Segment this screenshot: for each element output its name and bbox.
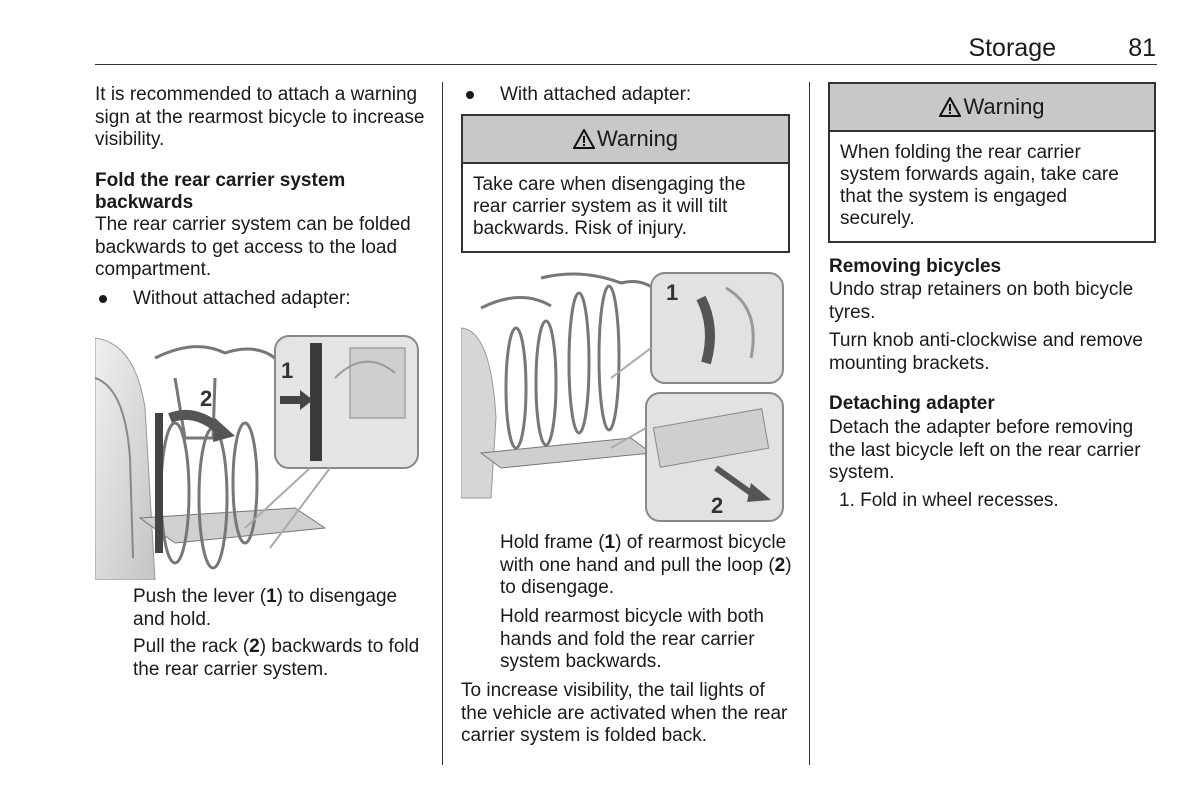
step-push-lever: Push the lever (1) to disengage and hold…: [133, 586, 423, 631]
paragraph-undo-straps: Undo strap retainers on both bicycle tyr…: [829, 279, 1134, 323]
figure-label-2: 2: [200, 386, 212, 411]
figure-label-2: 2: [711, 493, 723, 518]
bullet-with-adapter: With attached adapter:: [462, 84, 792, 106]
figure-label-1: 1: [281, 358, 293, 383]
step-text: ) backwards to fold the rear carrier sys…: [133, 636, 420, 680]
paragraph-turn-knob: Turn knob anti-clockwise and remove moun…: [829, 330, 1143, 374]
header-divider: [95, 64, 1157, 65]
heading-line: backwards: [95, 192, 194, 213]
warning-header: Warning: [830, 84, 1154, 132]
warning-text: Take care when disengaging the rear carr…: [473, 174, 746, 239]
warning-box-disengage: Warning Take care when disengaging the r…: [461, 114, 790, 253]
warning-text: When folding the rear carrier system for…: [840, 142, 1119, 229]
step-number: 2: [774, 554, 786, 576]
fold-paragraph: The rear carrier system can be folded ba…: [95, 214, 411, 280]
warning-header: Warning: [463, 116, 788, 164]
figure-adapter-disengage: 1 2: [461, 268, 787, 526]
step-text: Pull the rack (: [133, 636, 250, 657]
column-divider-2: [809, 82, 810, 765]
step-text: ) to disengage and hold.: [133, 586, 398, 630]
step-text: Push the lever (: [133, 586, 267, 607]
section-title: Storage: [968, 34, 1056, 62]
warning-triangle-icon: [938, 95, 963, 117]
step-text: Hold frame (: [500, 532, 605, 553]
bullet-text: Without attached adapter:: [133, 288, 351, 309]
column-divider-1: [442, 82, 443, 765]
step-text: ) of rearmost bicycle with one hand and …: [500, 532, 787, 576]
step-hold-frame: Hold frame (1) of rearmost bicycle with …: [500, 532, 798, 600]
step-text: ) to disengage.: [500, 554, 792, 599]
bullet-without-adapter: Without attached adapter:: [95, 288, 425, 310]
step-number: 1: [266, 586, 277, 607]
warning-title: Warning: [963, 94, 1045, 119]
heading-detaching-adapter: Detaching adapter: [829, 393, 995, 414]
step-fold-backwards: Hold rearmost bicycle with both hands an…: [500, 606, 764, 672]
figure-label-1: 1: [666, 280, 678, 305]
bullet-text: With attached adapter:: [500, 84, 692, 105]
section-heading-fold: Fold the rear carrier system backwards: [95, 170, 345, 214]
warning-triangle-icon: [572, 127, 596, 149]
bullet-dot-icon: [95, 288, 109, 316]
page-number: 81: [1128, 34, 1156, 62]
warning-title: Warning: [596, 126, 679, 151]
tail-lights-paragraph: To increase visibility, the tail lights …: [461, 680, 788, 746]
step-pull-rack: Pull the rack (2) backwards to fold the …: [133, 636, 423, 681]
intro-paragraph: It is recommended to attach a warning si…: [95, 84, 425, 150]
paragraph-detach-adapter: Detach the adapter before removing the l…: [829, 417, 1141, 483]
figure-rear-carrier-fold: 2 1: [95, 318, 423, 580]
warning-box-fold-forward: Warning When folding the rear carrier sy…: [828, 82, 1156, 243]
step-number: 2: [249, 636, 260, 657]
bullet-dot-icon: [462, 84, 476, 112]
heading-removing-bicycles: Removing bicycles: [829, 256, 1002, 277]
heading-line: Fold the rear carrier system: [95, 170, 346, 191]
step-number: 1: [604, 532, 616, 553]
step-fold-wheel-recesses: 1. Fold in wheel recesses.: [839, 490, 1059, 511]
